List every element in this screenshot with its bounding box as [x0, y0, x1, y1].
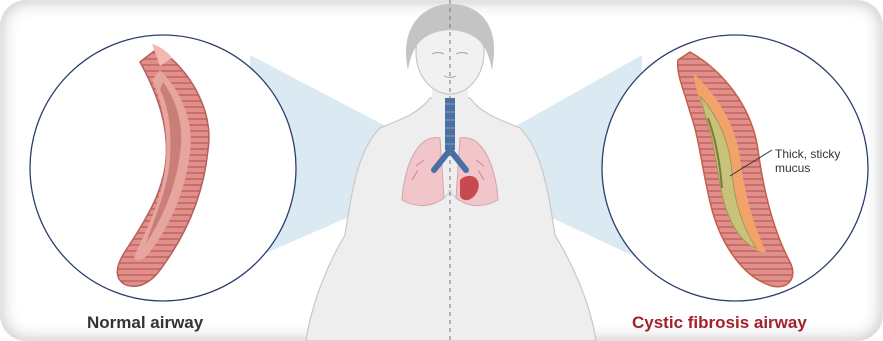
cf-airway-caption: Cystic fibrosis airway	[632, 313, 807, 333]
mucus-callout-label: Thick, sticky mucus	[775, 147, 840, 175]
normal-airway-icon	[30, 35, 296, 301]
normal-airway-caption: Normal airway	[87, 313, 203, 333]
